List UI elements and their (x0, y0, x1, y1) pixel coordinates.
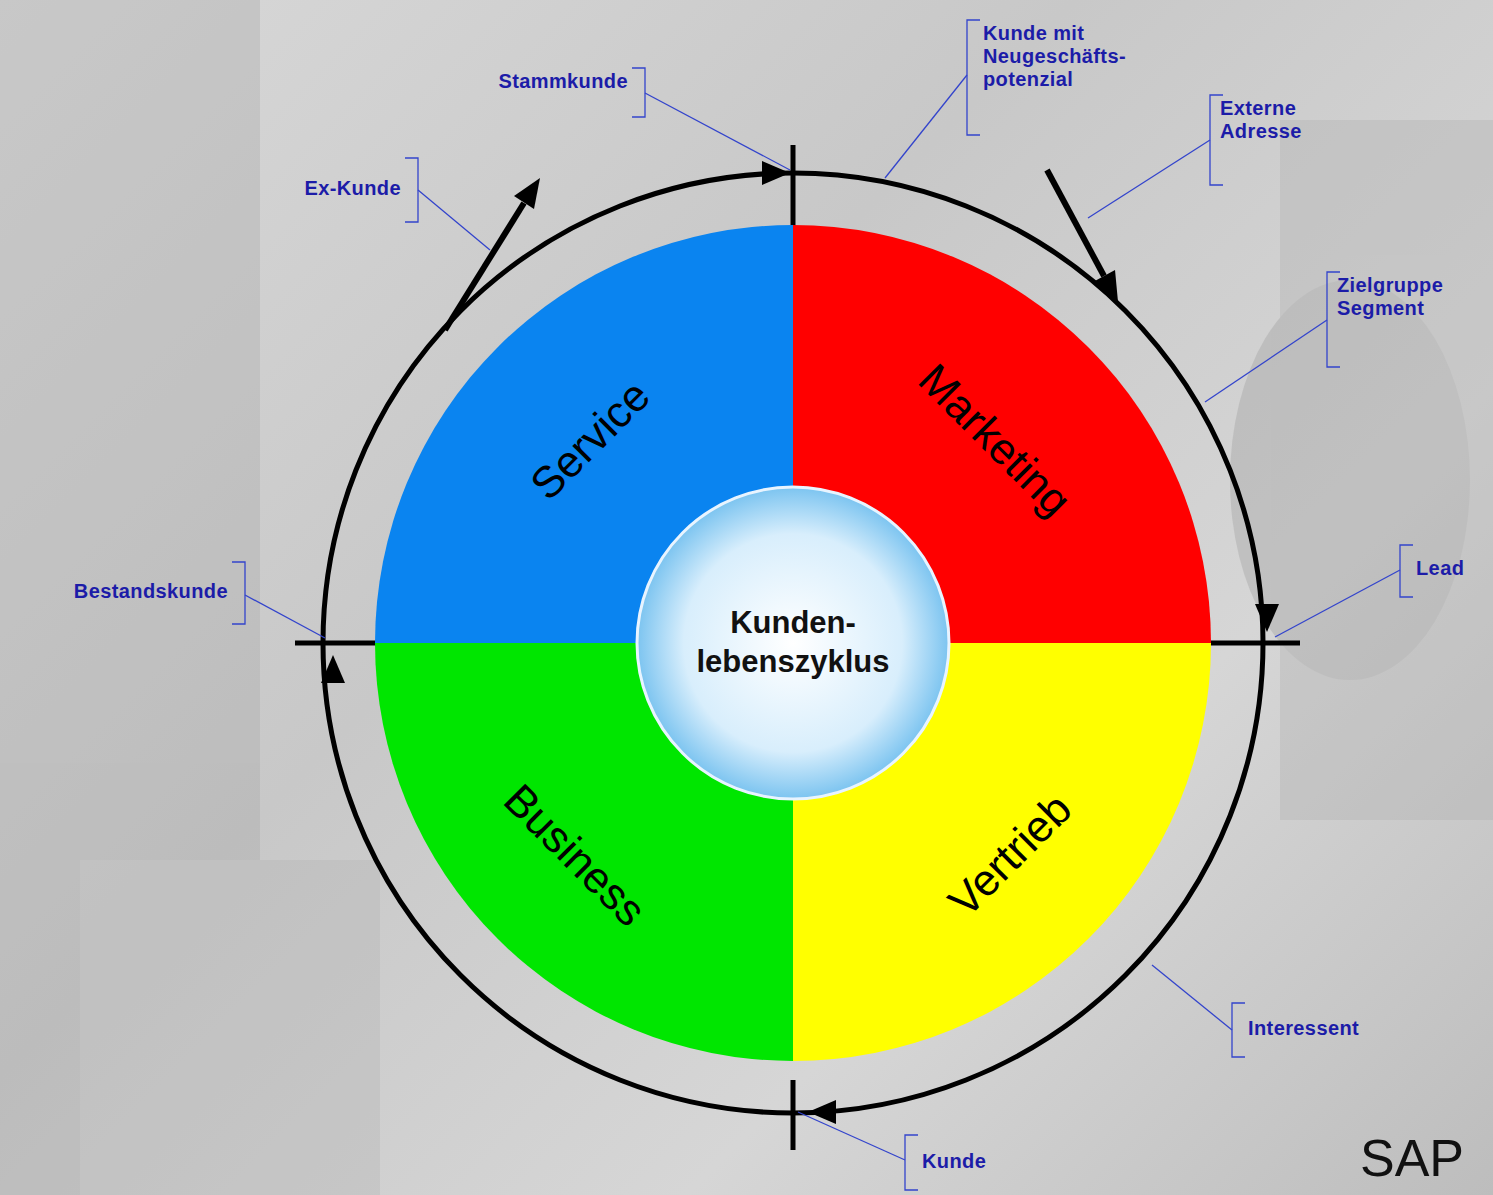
center-circle: Kunden- lebenszyklus (635, 485, 951, 801)
arrowheads (321, 161, 1279, 1124)
bracket (905, 1135, 918, 1190)
bracket (1400, 545, 1413, 597)
stage-label: Stammkunde (498, 70, 628, 93)
center-disc (637, 487, 949, 799)
stage-label: Interessent (1248, 1017, 1359, 1040)
stage-label: Externe Adresse (1220, 97, 1345, 143)
bracket (1232, 1003, 1245, 1057)
node-shape (635, 485, 951, 801)
arrowhead (1093, 270, 1118, 302)
bracket (632, 68, 645, 117)
arrowhead (1255, 604, 1279, 632)
ring (323, 173, 1263, 1113)
brackets (232, 20, 1413, 1190)
stage-label: Zielgruppe Segment (1337, 274, 1487, 320)
photo-shade (80, 860, 380, 1195)
leader-line (245, 595, 325, 638)
leader-line (1275, 570, 1400, 637)
leader-line (645, 93, 790, 170)
entry-arrow (1047, 170, 1104, 276)
stage-label: Bestandskunde (74, 580, 228, 603)
leader-line (418, 190, 490, 250)
arrowhead (514, 178, 540, 209)
leader-line (798, 1112, 905, 1160)
tick (791, 145, 796, 238)
stage-label: Kunde (922, 1150, 986, 1173)
lifecycle-title: Kunden- lebenszyklus (678, 604, 908, 682)
leader-line (1088, 140, 1210, 218)
arrowhead (762, 161, 790, 185)
bracket (405, 158, 418, 222)
arrowhead (321, 655, 345, 683)
leader-line (1152, 965, 1232, 1030)
bracket (967, 20, 980, 135)
lifecycle-ring (295, 145, 1300, 1150)
tick (295, 641, 378, 646)
stage-label: Kunde mit Neugeschäfts- potenzial (983, 22, 1168, 91)
leader-lines (245, 75, 1400, 1160)
arrowhead (808, 1100, 836, 1124)
stage-label: Lead (1416, 557, 1464, 580)
tick (1210, 641, 1300, 646)
leader-line (1205, 320, 1327, 402)
stage-label: Ex-Kunde (304, 177, 401, 200)
bracket (232, 562, 245, 624)
leader-line (885, 75, 967, 178)
photo-shade (1230, 280, 1470, 680)
logo-text: SAP (1360, 1128, 1464, 1188)
tick (791, 1080, 796, 1150)
